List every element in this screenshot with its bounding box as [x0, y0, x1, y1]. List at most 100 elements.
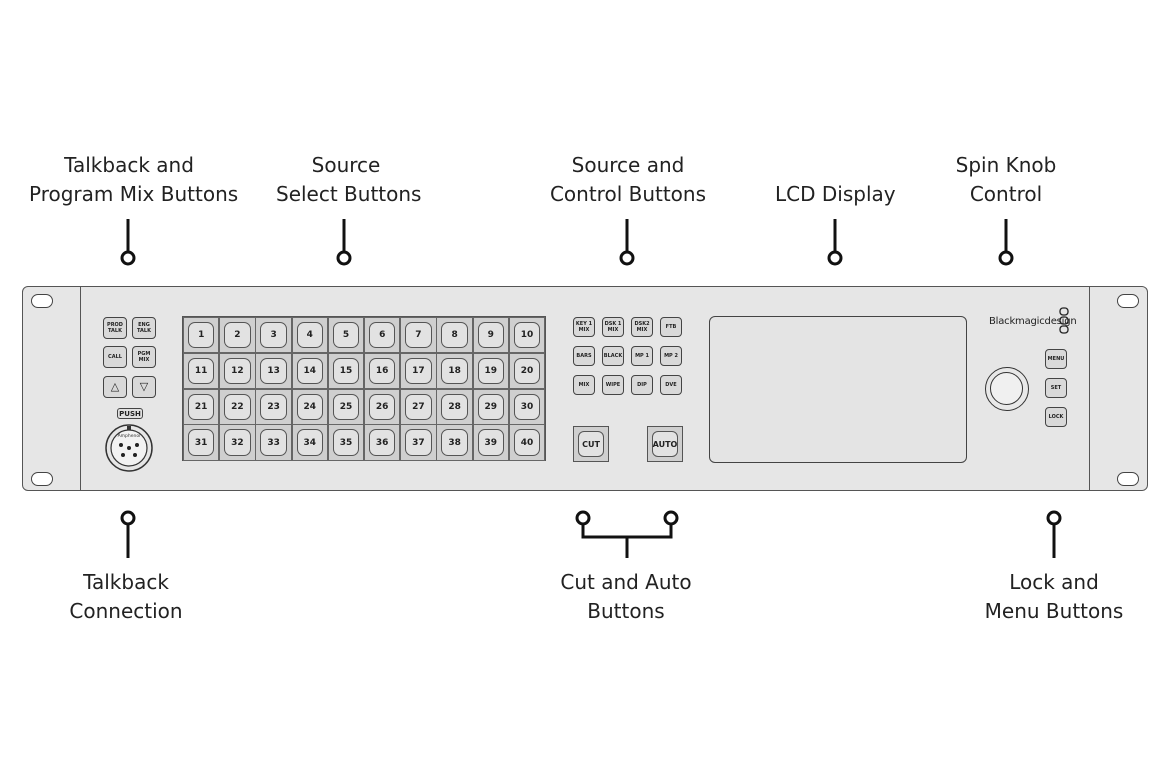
source-button-15[interactable]: 15 [327, 352, 365, 390]
btn-line: DSK 1 [604, 321, 622, 327]
source-button-16[interactable]: 16 [364, 352, 401, 390]
arrow-down-button[interactable]: ▽ [132, 376, 156, 398]
source-select-callout: Source Select Buttons [276, 151, 421, 209]
talkback-connector-icon[interactable]: Amphenol [103, 423, 155, 473]
source-button-label: 39 [484, 437, 498, 448]
call-button[interactable]: CALL [103, 346, 127, 368]
source-button-4[interactable]: 4 [291, 317, 328, 354]
source-button-29[interactable]: 29 [472, 388, 509, 425]
source-button-22[interactable]: 22 [219, 388, 256, 425]
callout-line: Source and [571, 153, 685, 177]
callout-line: Talkback [83, 570, 169, 594]
source-button-24[interactable]: 24 [291, 388, 328, 425]
source-button-label: 40 [520, 437, 534, 448]
lcd-leader-dot [827, 250, 843, 266]
btn-line: MP 2 [664, 353, 678, 359]
source-button-7[interactable]: 7 [400, 317, 437, 354]
source-button-23[interactable]: 23 [255, 388, 292, 425]
callout-line: Menu Buttons [984, 599, 1124, 623]
source-button-cap: 10 [513, 322, 541, 349]
source-button-cap: 38 [441, 429, 468, 456]
control-button-mp-2[interactable]: MP 2 [660, 346, 682, 366]
source-button-label: 32 [231, 437, 244, 448]
lock-menu-callout: Lock and Menu Buttons [983, 568, 1125, 626]
btn-line: PROD [107, 322, 123, 328]
control-button-dve[interactable]: DVE [660, 375, 682, 395]
source-button-19[interactable]: 19 [472, 352, 509, 390]
cut-button[interactable]: CUT [573, 426, 609, 462]
auto-button[interactable]: AUTO [647, 426, 683, 462]
btn-line: FTB [665, 324, 677, 330]
source-button-12[interactable]: 12 [219, 352, 256, 390]
control-button-mp-1[interactable]: MP 1 [631, 346, 653, 366]
source-button-cap: 9 [477, 322, 504, 349]
source-button-cap: 6 [369, 322, 396, 349]
source-button-5[interactable]: 5 [327, 317, 365, 354]
source-button-34[interactable]: 34 [291, 424, 328, 461]
control-button-bars[interactable]: BARS [573, 346, 595, 366]
source-button-36[interactable]: 36 [364, 424, 401, 461]
source-button-39[interactable]: 39 [472, 424, 509, 461]
source-button-13[interactable]: 13 [255, 352, 292, 390]
source-button-1[interactable]: 1 [183, 317, 220, 354]
source-button-32[interactable]: 32 [219, 424, 256, 461]
source-button-label: 26 [375, 401, 389, 412]
source-button-11[interactable]: 11 [183, 352, 220, 390]
control-button-wipe[interactable]: WIPE [602, 375, 624, 395]
source-button-label: 12 [231, 365, 244, 376]
source-button-31[interactable]: 31 [183, 424, 220, 461]
control-button-dip[interactable]: DIP [631, 375, 653, 395]
source-button-35[interactable]: 35 [327, 424, 365, 461]
control-button-black[interactable]: BLACK [602, 346, 624, 366]
source-button-18[interactable]: 18 [436, 352, 473, 390]
control-button-mix[interactable]: MIX [573, 375, 595, 395]
source-button-label: 9 [487, 330, 494, 341]
source-button-2[interactable]: 2 [219, 317, 256, 354]
lock-button[interactable]: LOCK [1045, 407, 1067, 427]
source-button-26[interactable]: 26 [364, 388, 401, 425]
source-button-27[interactable]: 27 [400, 388, 437, 425]
rack-slot [31, 294, 53, 308]
source-button-28[interactable]: 28 [436, 388, 473, 425]
arrow-down-icon: ▽ [139, 380, 149, 393]
source-button-label: 16 [375, 365, 389, 376]
source-button-17[interactable]: 17 [400, 352, 437, 390]
control-button-ftb[interactable]: FTB [660, 317, 682, 337]
source-button-10[interactable]: 10 [508, 317, 546, 354]
btn-line: CALL [108, 354, 122, 360]
source-button-cap: 37 [405, 429, 432, 456]
rack-ear-left [23, 287, 81, 490]
source-button-cap: 25 [332, 393, 360, 420]
source-button-40[interactable]: 40 [508, 424, 546, 461]
source-button-21[interactable]: 21 [183, 388, 220, 425]
menu-button[interactable]: MENU [1045, 349, 1067, 369]
spin-knob[interactable] [985, 367, 1029, 411]
source-button-9[interactable]: 9 [472, 317, 509, 354]
source-button-cap: 2 [224, 322, 251, 349]
source-button-14[interactable]: 14 [291, 352, 328, 390]
talkback-leader-dot [120, 250, 136, 266]
source-button-cap: 12 [224, 357, 251, 385]
source-button-label: 5 [342, 330, 350, 341]
source-button-37[interactable]: 37 [400, 424, 437, 461]
source-button-6[interactable]: 6 [364, 317, 401, 354]
source-button-label: 22 [231, 401, 244, 412]
source-button-3[interactable]: 3 [255, 317, 292, 354]
set-button[interactable]: SET [1045, 378, 1067, 398]
source-button-20[interactable]: 20 [508, 352, 546, 390]
source-button-8[interactable]: 8 [436, 317, 473, 354]
source-button-38[interactable]: 38 [436, 424, 473, 461]
source-button-25[interactable]: 25 [327, 388, 365, 425]
source-button-33[interactable]: 33 [255, 424, 292, 461]
arrow-up-button[interactable]: △ [103, 376, 127, 398]
source-button-30[interactable]: 30 [508, 388, 546, 425]
source-button-label: 8 [451, 330, 458, 341]
source-button-cap: 36 [369, 429, 396, 456]
source-button-label: 13 [267, 365, 280, 376]
